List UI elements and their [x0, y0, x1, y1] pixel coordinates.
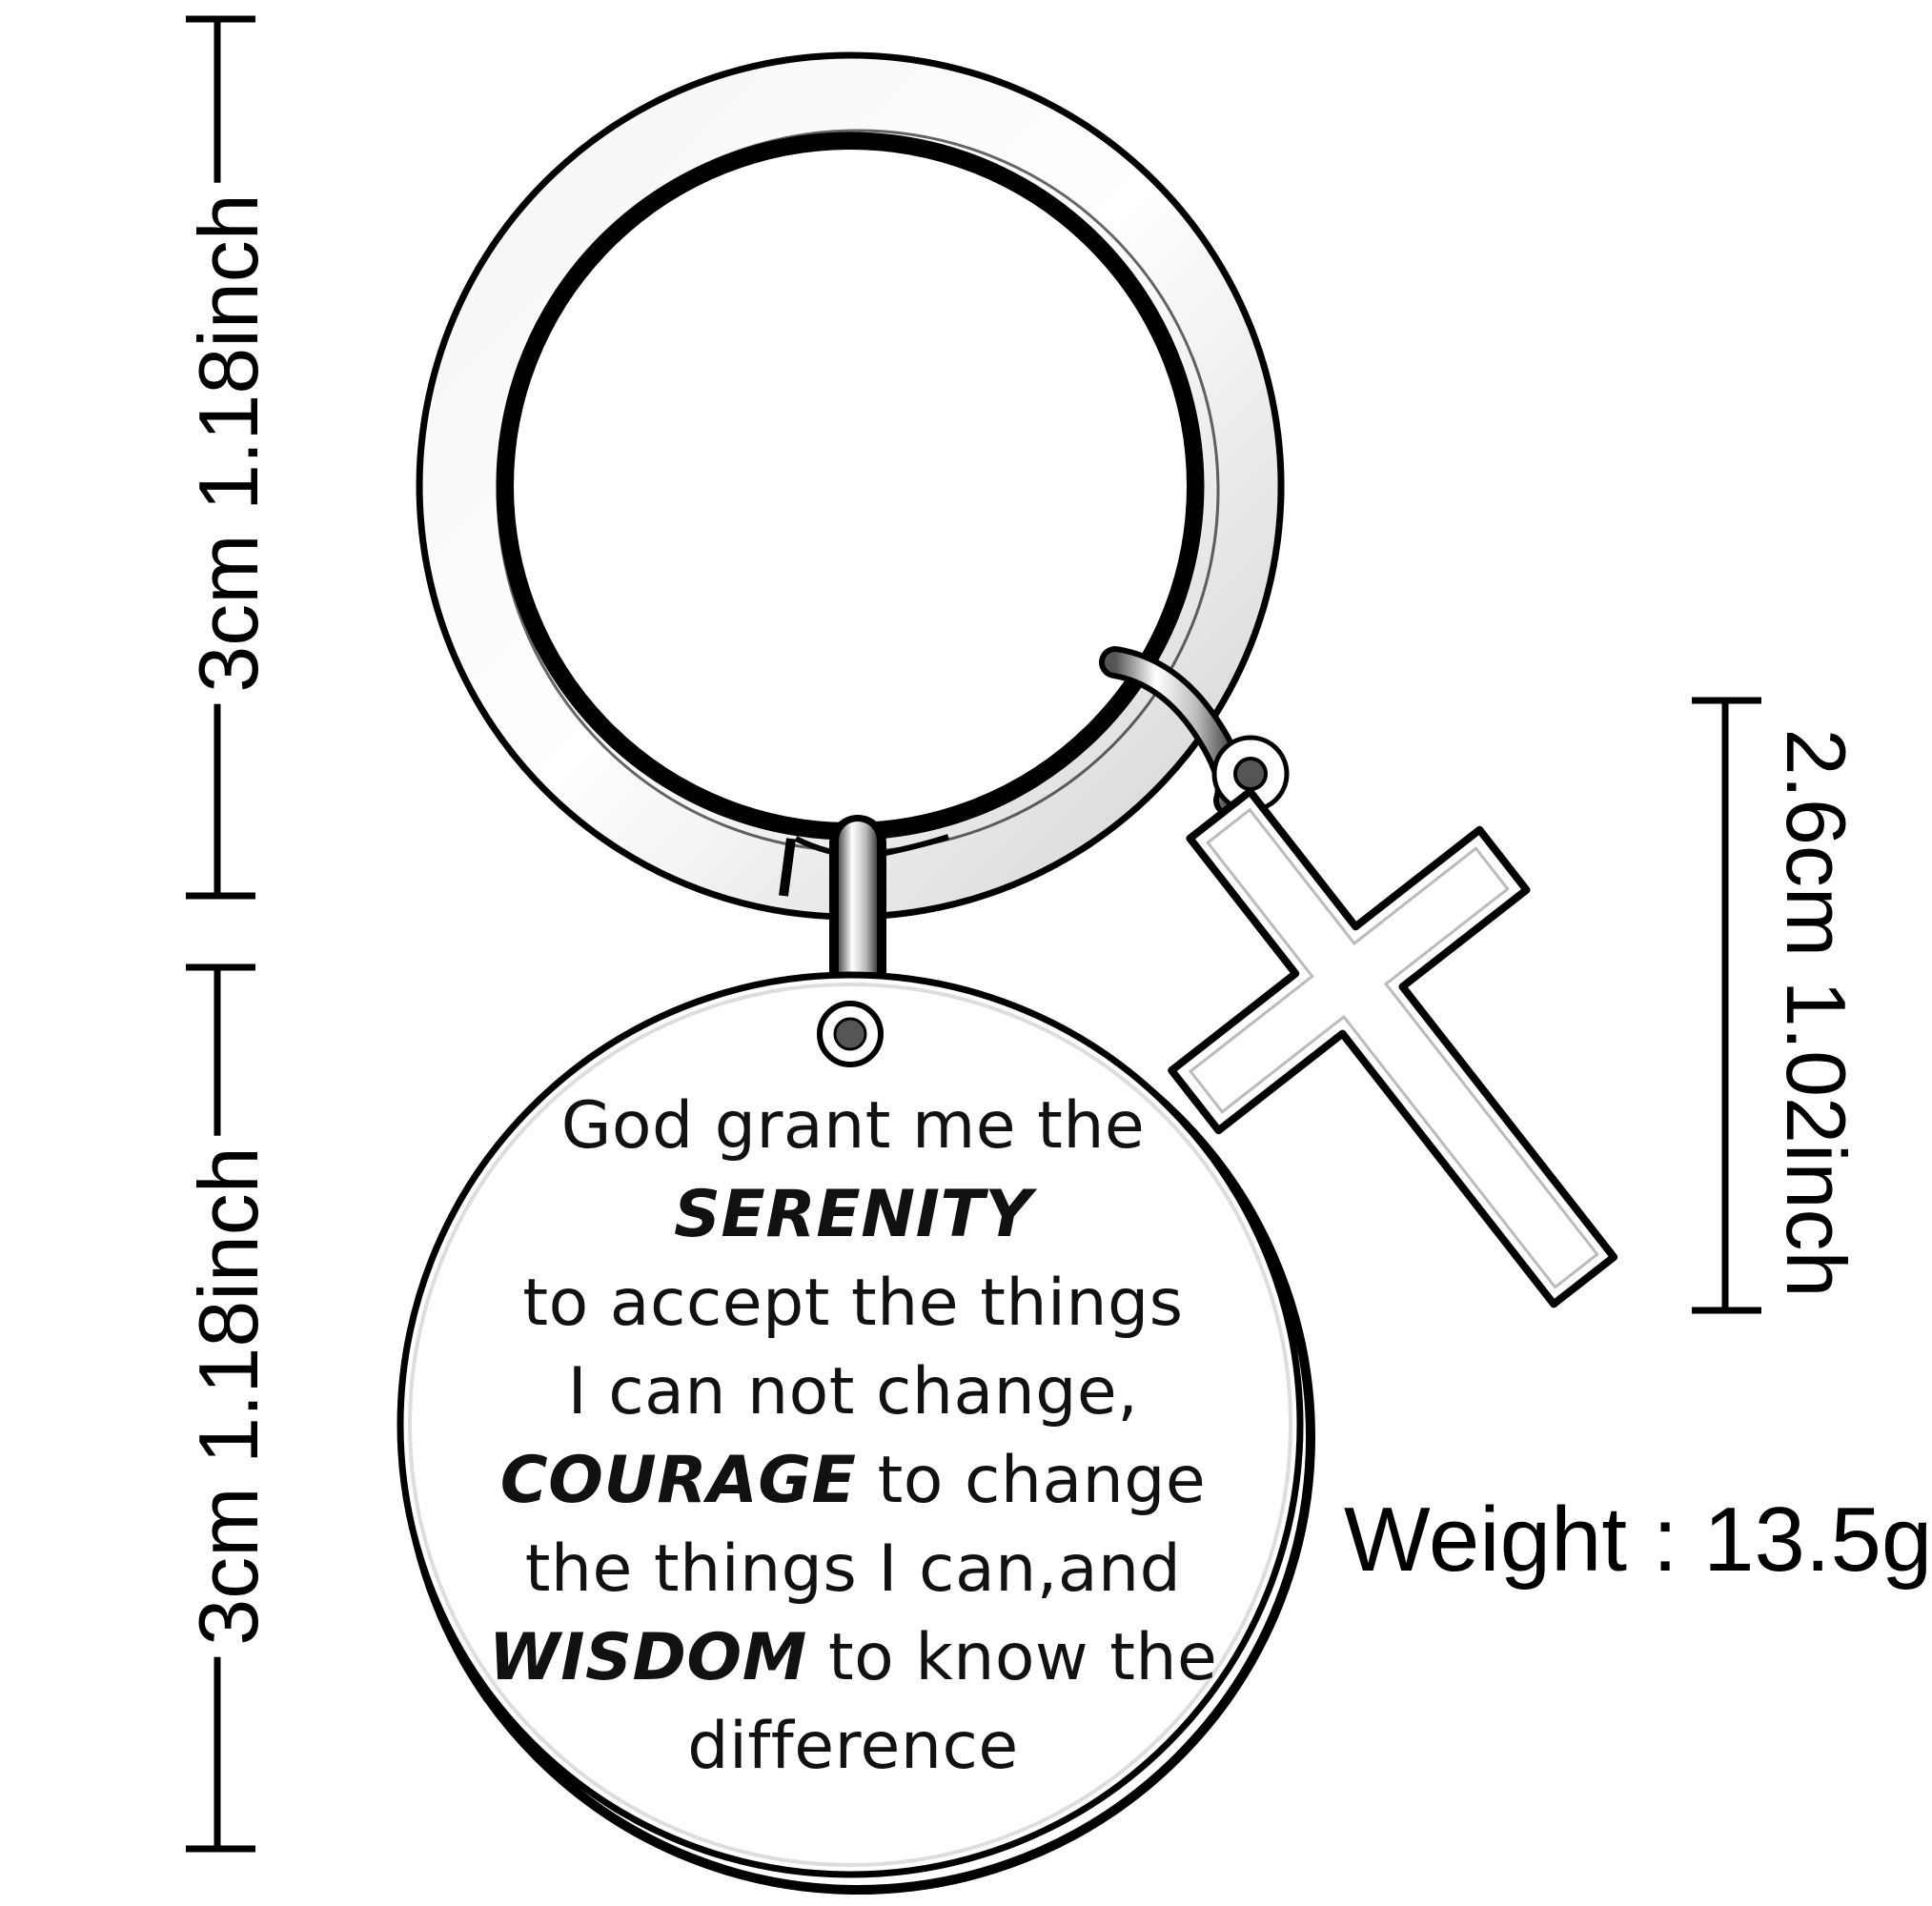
engraving-courage: COURAGE — [499, 1443, 857, 1518]
engraving-line-1: God grant me the — [560, 1088, 1146, 1164]
engraving-line-4: I can not change, — [567, 1354, 1139, 1430]
disc-pendant — [397, 971, 1315, 1895]
engraving-line-5-rest: to change — [856, 1443, 1207, 1518]
engraving-line-7-rest: to know the — [806, 1620, 1218, 1695]
split-key-ring — [416, 51, 1285, 921]
disc-engraving: God grant me the SERENITY to accept the … — [481, 1082, 1225, 1791]
engraving-wisdom: WISDOM — [488, 1620, 807, 1695]
cross-jump-ring — [1099, 646, 1290, 817]
engraving-line-7: WISDOM to know the — [481, 1613, 1225, 1702]
engraving-line-6: the things I can,and — [524, 1531, 1182, 1607]
engraving-line-5: COURAGE to change — [481, 1436, 1225, 1525]
engraving-line-3: to accept the things — [522, 1266, 1184, 1341]
weight-label: Weight : 13.5g — [1344, 1489, 1932, 1591]
engraving-serenity: SERENITY — [673, 1177, 1033, 1252]
cross-pendant — [1168, 787, 1618, 1308]
engraving-line-8: difference — [687, 1709, 1019, 1784]
dimension-bracket-right — [1692, 697, 1761, 1314]
